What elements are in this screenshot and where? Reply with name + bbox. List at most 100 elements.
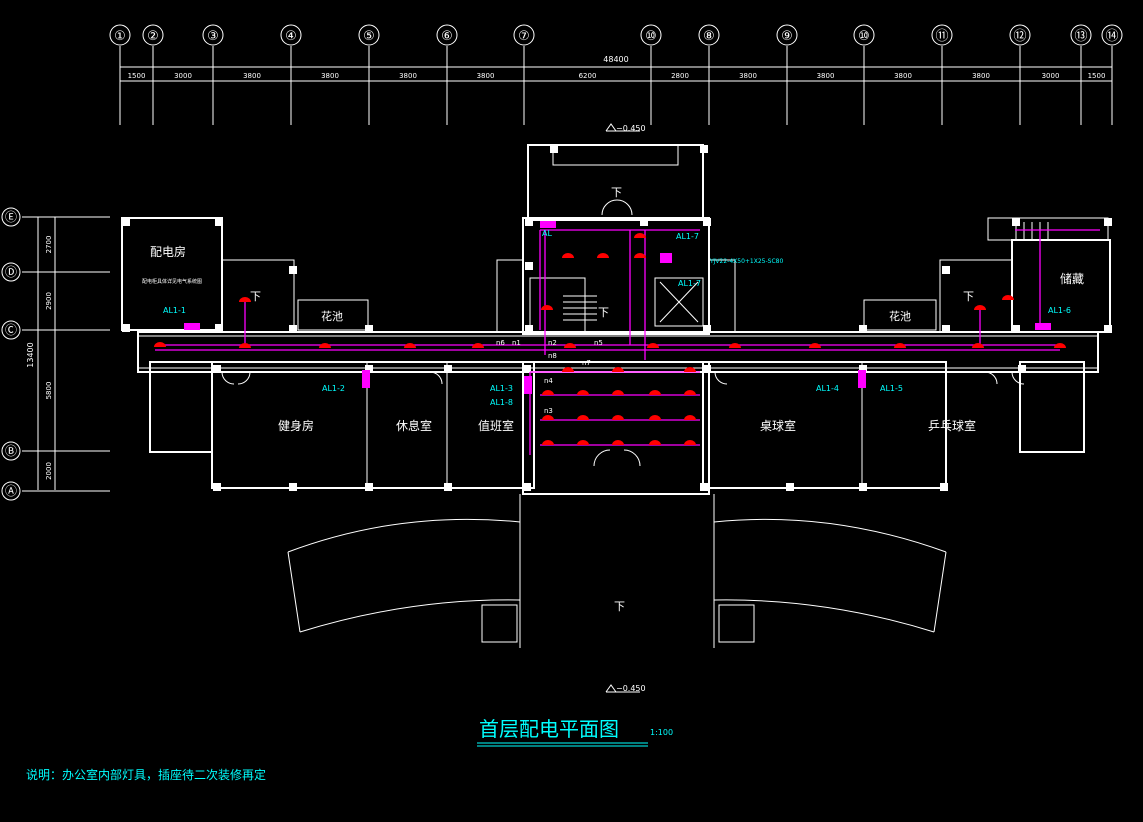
column <box>213 483 221 491</box>
axis-label: ⑬ <box>1074 29 1087 44</box>
axis-label: Ⓔ <box>5 210 17 224</box>
lamp-icon <box>649 440 661 445</box>
column <box>1018 365 1026 373</box>
column <box>525 325 533 333</box>
column <box>1012 325 1020 333</box>
dim-total-left: 13400 <box>26 342 35 367</box>
panel-labels: AL1-1 AL1-2 AL1-3 AL1-8 AL1-4 AL1-5 AL1-… <box>163 229 1071 407</box>
svg-text:下: 下 <box>250 290 261 303</box>
axis-label: ⑨ <box>781 29 793 44</box>
axis-bubble-top: ⑧ <box>698 24 720 46</box>
axis-bubble-left: Ⓓ <box>1 262 21 282</box>
room-planter-right: 花池 <box>889 310 911 323</box>
lamp-icon <box>404 343 416 348</box>
column <box>700 145 708 153</box>
lamp-icon <box>647 343 659 348</box>
lamp-icon <box>541 305 553 310</box>
dimension-value: 2800 <box>671 72 689 80</box>
axis-label: Ⓐ <box>5 484 17 498</box>
lamp-icon <box>577 390 589 395</box>
axis-bubble-top: ⑭ <box>1101 24 1123 46</box>
structural-columns <box>122 145 1112 491</box>
lamp-icon <box>684 367 696 372</box>
svg-text:n3: n3 <box>544 407 553 415</box>
column <box>859 483 867 491</box>
svg-text:n6: n6 <box>496 339 505 347</box>
panel-label: AL1-8 <box>490 398 513 407</box>
panel-label: AL1-7 <box>678 279 701 288</box>
column <box>1104 218 1112 226</box>
lamp-icon <box>649 390 661 395</box>
axis-bubble-top: ① <box>109 24 131 46</box>
axis-label: ⑦ <box>518 29 530 44</box>
svg-text:n2: n2 <box>548 339 557 347</box>
panel-label: AL <box>542 229 552 238</box>
lamp-icon <box>542 390 554 395</box>
axis-label: Ⓒ <box>5 323 17 337</box>
lamp-icon <box>684 390 696 395</box>
lamp-icon <box>1054 343 1066 348</box>
column <box>289 266 297 274</box>
lamp-icon <box>684 415 696 420</box>
column <box>289 325 297 333</box>
dimension-value: 3800 <box>321 72 339 80</box>
svg-text:n7: n7 <box>582 359 591 367</box>
column <box>942 266 950 274</box>
svg-text:n1: n1 <box>512 339 521 347</box>
lamp-icon <box>319 343 331 348</box>
axis-bubble-left: Ⓔ <box>1 207 21 227</box>
panel-label: AL1-7 <box>676 232 699 241</box>
axis-bubble-top: ⑫ <box>1009 24 1031 46</box>
room-billiards: 桌球室 <box>760 418 796 433</box>
dimension-value: 2700 <box>45 236 53 254</box>
dimension-value: 3000 <box>1042 72 1060 80</box>
lamp-icon <box>472 343 484 348</box>
column <box>859 325 867 333</box>
lamp-icon <box>542 440 554 445</box>
dimension-value: 3800 <box>477 72 495 80</box>
axis-label: ③ <box>207 29 219 44</box>
axis-label: ④ <box>285 29 297 44</box>
dimension-value: 2900 <box>45 292 53 310</box>
column <box>786 483 794 491</box>
room-distribution: 配电房 <box>150 244 186 259</box>
axis-bubble-top: ④ <box>280 24 302 46</box>
dimension-value: 3800 <box>972 72 990 80</box>
lamp-icon <box>634 253 646 258</box>
column <box>859 365 867 373</box>
panel-label: AL1-5 <box>880 384 903 393</box>
svg-text:−0.450: −0.450 <box>616 124 646 133</box>
axis-label: ⑫ <box>1013 29 1026 44</box>
column <box>940 483 948 491</box>
svg-text:n8: n8 <box>548 352 557 360</box>
dimension-value: 3800 <box>739 72 757 80</box>
column <box>640 218 648 226</box>
light-fixtures <box>154 233 1066 445</box>
lamp-icon <box>649 415 661 420</box>
dim-total-top: 48400 <box>603 55 628 64</box>
axis-bubble-left: Ⓒ <box>1 320 21 340</box>
axis-bubble-top: ⑩ <box>853 24 875 46</box>
lamp-icon <box>809 343 821 348</box>
column <box>1012 218 1020 226</box>
elevation-top: −0.450 <box>605 123 646 133</box>
dimension-value: 3800 <box>894 72 912 80</box>
lamp-icon <box>634 233 646 238</box>
axis-bubble-top: ⑨ <box>776 24 798 46</box>
panel-label: AL1-4 <box>816 384 839 393</box>
axis-label: ⑪ <box>935 29 948 44</box>
svg-text:下: 下 <box>614 600 625 613</box>
lamp-icon <box>684 440 696 445</box>
room-planter-left: 花池 <box>321 310 343 323</box>
room-pingpong: 乒乓球室 <box>928 418 976 433</box>
svg-text:−0.450: −0.450 <box>616 684 646 693</box>
dimension-value: 5800 <box>45 382 53 400</box>
axis-label: ⑤ <box>363 29 375 44</box>
axis-bubble-top: ⑪ <box>931 24 953 46</box>
svg-text:下: 下 <box>598 306 609 319</box>
lamp-icon <box>894 343 906 348</box>
svg-text:n4: n4 <box>544 377 553 385</box>
